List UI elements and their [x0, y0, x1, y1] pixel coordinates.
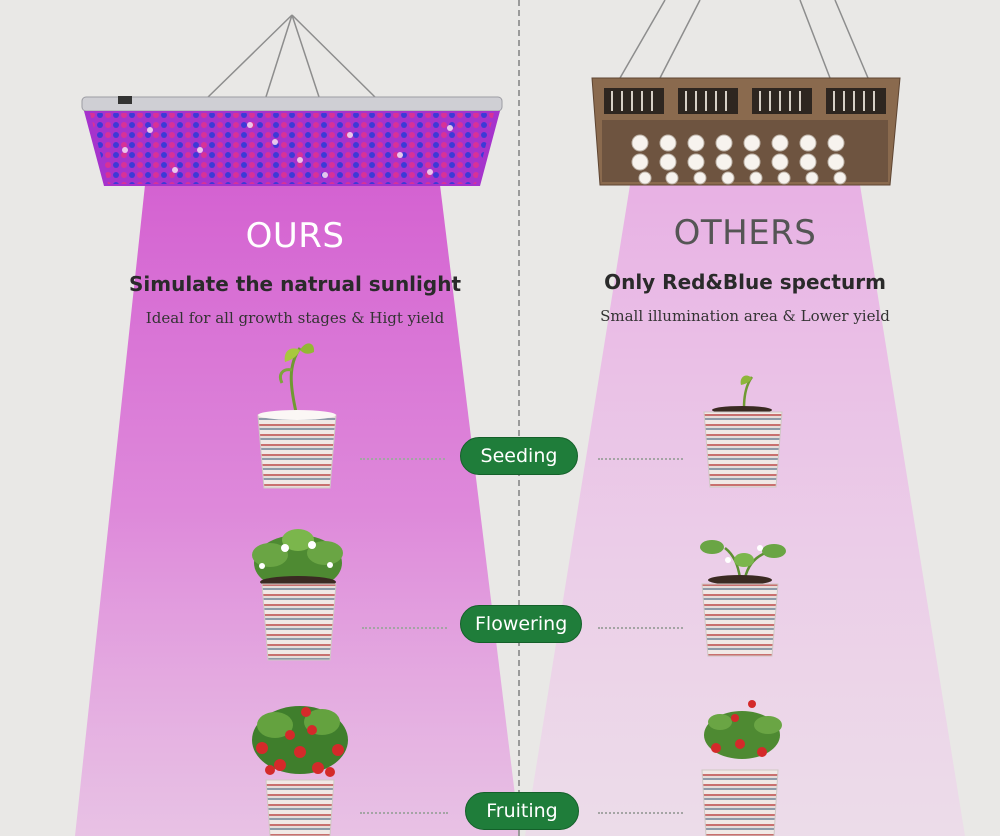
led-grow-light-icon [591, 77, 901, 186]
stage-label-seeding: Seeding [460, 437, 578, 475]
ours-title: OURS [245, 216, 345, 256]
others-subtitle: Only Red&Blue specturm [604, 270, 886, 294]
grow-light-panel-icon [81, 96, 503, 186]
stage-label-fruiting: Fruiting [465, 792, 579, 830]
center-divider [518, 0, 520, 836]
strawberry-plant-pot-icon [252, 706, 348, 836]
seedling-pot-icon [257, 343, 337, 489]
seeding-connector-left [360, 458, 445, 460]
small-seedling-pot-icon [703, 375, 783, 488]
ours-light-beam [75, 185, 520, 836]
others-title: OTHERS [673, 213, 817, 253]
sparse-strawberry-pot-icon [701, 700, 782, 836]
seeding-connector-right [598, 458, 683, 460]
fruiting-connector-left [360, 812, 448, 814]
sparse-flowering-pot-icon [700, 540, 786, 657]
ours-hanging-cables [204, 14, 379, 101]
stage-label-flowering: Flowering [460, 605, 582, 643]
flowering-connector-right [598, 627, 683, 629]
ours-description: Ideal for all growth stages & Higt yield [145, 309, 445, 327]
flowering-connector-left [362, 627, 447, 629]
others-description: Small illumination area & Lower yield [600, 307, 890, 325]
ours-subtitle: Simulate the natrual sunlight [128, 272, 462, 296]
others-light-beam [525, 185, 965, 836]
flowering-plant-pot-icon [252, 529, 343, 661]
others-hanging-cables [619, 0, 869, 79]
fruiting-connector-right [598, 812, 683, 814]
